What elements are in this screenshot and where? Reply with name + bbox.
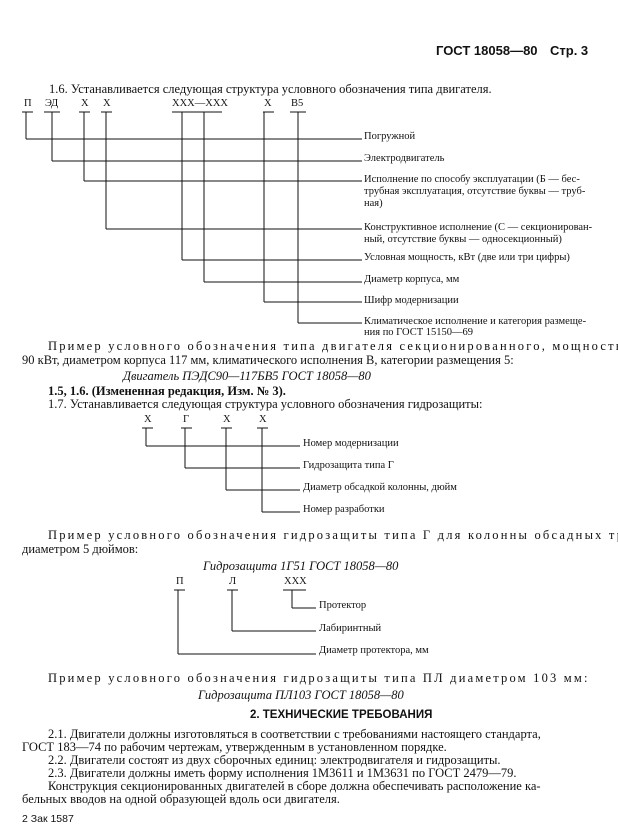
code3-l: Л bbox=[229, 576, 237, 587]
code-x1: Х bbox=[81, 98, 89, 109]
example-1-line-1: Пример условного обозначения типа двигат… bbox=[48, 339, 618, 353]
label-ispolnenie-2: трубная эксплуатация, отсутствие буквы —… bbox=[364, 186, 586, 197]
code2-x3: Х bbox=[259, 414, 267, 425]
para-2-3: 2.3. Двигатели должны иметь форму исполн… bbox=[48, 766, 517, 780]
example-1-line-2: 90 кВт, диаметром корпуса 117 мм, климат… bbox=[22, 353, 514, 367]
section-heading: 2. ТЕХНИЧЕСКИЕ ТРЕБОВАНИЯ bbox=[250, 709, 433, 721]
footer-note: 2 Зак 1587 bbox=[22, 813, 74, 825]
label-diametr-korpusa: Диаметр корпуса, мм bbox=[364, 274, 460, 285]
label-klimaticheskoe-1: Климатическое исполнение и категория раз… bbox=[364, 316, 587, 327]
code2-x2: Х bbox=[223, 414, 231, 425]
code-p: П bbox=[24, 98, 32, 109]
example-3: Пример условного обозначения гидрозащиты… bbox=[48, 671, 590, 685]
para-2-3-line-3: бельных вводов на одной образующей вдоль… bbox=[22, 792, 340, 806]
code-xxx-xxx: ХХХ—ХХХ bbox=[172, 98, 228, 109]
label-pogruzhnoy: Погружной bbox=[364, 131, 416, 142]
code-ed: ЭД bbox=[45, 98, 59, 109]
code-x3: Х bbox=[264, 98, 272, 109]
label-konstruktivnoe-1: Конструктивное исполнение (С — секционир… bbox=[364, 222, 593, 233]
label-protektor: Протектор bbox=[319, 600, 367, 611]
code3-xxx: ХХХ bbox=[284, 576, 307, 587]
code-v5: В5 bbox=[291, 98, 304, 109]
label-nomer-modernizacii: Номер модернизации bbox=[303, 438, 399, 449]
para-2-3-line-2: Конструкция секционированных двигателей … bbox=[48, 779, 541, 793]
label-ispolnenie-1: Исполнение по способу эксплуатации (Б — … bbox=[364, 174, 580, 185]
label-klimaticheskoe-2: ния по ГОСТ 15150—69 bbox=[364, 327, 473, 338]
edition-note: 1.5, 1.6. (Измененная редакция, Изм. № 3… bbox=[48, 384, 286, 398]
label-nomer-razrabotki: Номер разработки bbox=[303, 504, 385, 515]
label-diametr-protektora: Диаметр протектора, мм bbox=[319, 645, 429, 656]
example-2-line-2: диаметром 5 дюймов: bbox=[22, 542, 139, 556]
paragraph-1-6: 1.6. Устанавливается следующая структура… bbox=[49, 82, 492, 96]
label-ispolnenie-3: ная) bbox=[364, 198, 383, 209]
code-x2: Х bbox=[103, 98, 111, 109]
page-number: Стр. 3 bbox=[550, 43, 589, 58]
label-gidrozashchita-g: Гидрозащита типа Г bbox=[303, 460, 394, 471]
designation-hydro-pl: Гидрозащита ПЛ103 ГОСТ 18058—80 bbox=[198, 688, 404, 702]
label-diametr-kolonny: Диаметр обсадкой колонны, дюйм bbox=[303, 482, 457, 493]
designation-engine: Двигатель ПЭДС90—117БВ5 ГОСТ 18058—80 bbox=[123, 369, 371, 383]
para-2-1-line-2: ГОСТ 183—74 по рабочим чертежам, утвержд… bbox=[22, 740, 447, 754]
code2-x1: Х bbox=[144, 414, 152, 425]
paragraph-1-7: 1.7. Устанавливается следующая структура… bbox=[48, 397, 483, 411]
para-2-2: 2.2. Двигатели состоят из двух сборочных… bbox=[48, 753, 501, 767]
designation-hydro-g: Гидрозащита 1Г51 ГОСТ 18058—80 bbox=[203, 559, 399, 573]
code2-g: Г bbox=[183, 414, 190, 425]
code3-p: П bbox=[176, 576, 184, 587]
label-labirintny: Лабиринтный bbox=[319, 623, 382, 634]
para-2-1-line-1: 2.1. Двигатели должны изготовляться в со… bbox=[48, 727, 541, 741]
label-shifr: Шифр модернизации bbox=[364, 295, 459, 306]
label-elektrodvigatel: Электродвигатель bbox=[364, 153, 445, 164]
label-konstruktivnoe-2: ный, отсутствие буквы — односекционный) bbox=[364, 234, 562, 245]
example-2-line-1: Пример условного обозначения гидрозащиты… bbox=[48, 528, 618, 542]
label-moshchnost: Условная мощность, кВт (две или три цифр… bbox=[364, 252, 570, 263]
standard-title: ГОСТ 18058—80 bbox=[436, 43, 538, 58]
